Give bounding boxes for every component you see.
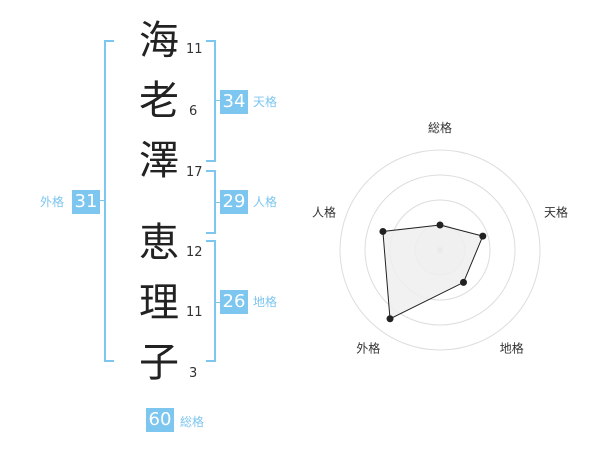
name-char-5: 理 — [139, 280, 179, 326]
tenkaku-label: 天格 — [253, 95, 278, 109]
radar-points — [379, 221, 487, 323]
gaikaku-value: 31 — [72, 190, 100, 214]
radar-axis-label-2: 天格 — [544, 204, 568, 219]
jinkaku-value: 29 — [220, 190, 248, 214]
chikaku-bracket — [206, 240, 216, 362]
radar-point-3 — [460, 278, 468, 286]
stroke-count-2: 6 — [189, 104, 198, 119]
stroke-count-1: 11 — [186, 42, 203, 57]
name-char-6: 子 — [139, 340, 179, 386]
name-char-3: 澤 — [139, 138, 179, 184]
radar-axis-label-3: 地格 — [500, 341, 524, 356]
gaikaku-label: 外格 — [40, 195, 65, 209]
name-char-1: 海 — [139, 18, 179, 64]
chikaku-label: 地格 — [253, 295, 278, 309]
name-char-2: 老 — [139, 78, 179, 124]
soukaku-value: 60 — [146, 408, 174, 432]
tenkaku-connector — [214, 100, 220, 101]
stroke-count-5: 11 — [186, 305, 203, 320]
radar-axis-label-4: 外格 — [356, 341, 380, 356]
radar-point-1 — [436, 221, 444, 229]
jinkaku-label: 人格 — [253, 195, 278, 209]
stroke-count-3: 17 — [186, 165, 203, 180]
gaikaku-bracket — [104, 40, 114, 362]
name-char-4: 恵 — [139, 220, 179, 266]
gaikaku-connector — [99, 200, 104, 201]
jinkaku-connector — [214, 202, 220, 203]
radar-point-5 — [379, 227, 387, 235]
tenkaku-value: 34 — [220, 90, 248, 114]
radar-axis-label-5: 人格 — [312, 204, 336, 219]
radar-point-4 — [386, 315, 394, 323]
tenkaku-bracket — [206, 40, 216, 162]
stroke-count-6: 3 — [189, 366, 198, 381]
radar-axis-label-1: 総格 — [428, 120, 452, 135]
radar-polygon — [382, 224, 484, 320]
radar-ring-3 — [364, 174, 516, 326]
radar-ring-4 — [339, 149, 541, 351]
stroke-count-4: 12 — [186, 245, 203, 260]
chikaku-connector — [214, 302, 220, 303]
soukaku-label: 総格 — [180, 415, 205, 429]
chikaku-value: 26 — [220, 290, 248, 314]
radar-point-2 — [479, 232, 487, 240]
